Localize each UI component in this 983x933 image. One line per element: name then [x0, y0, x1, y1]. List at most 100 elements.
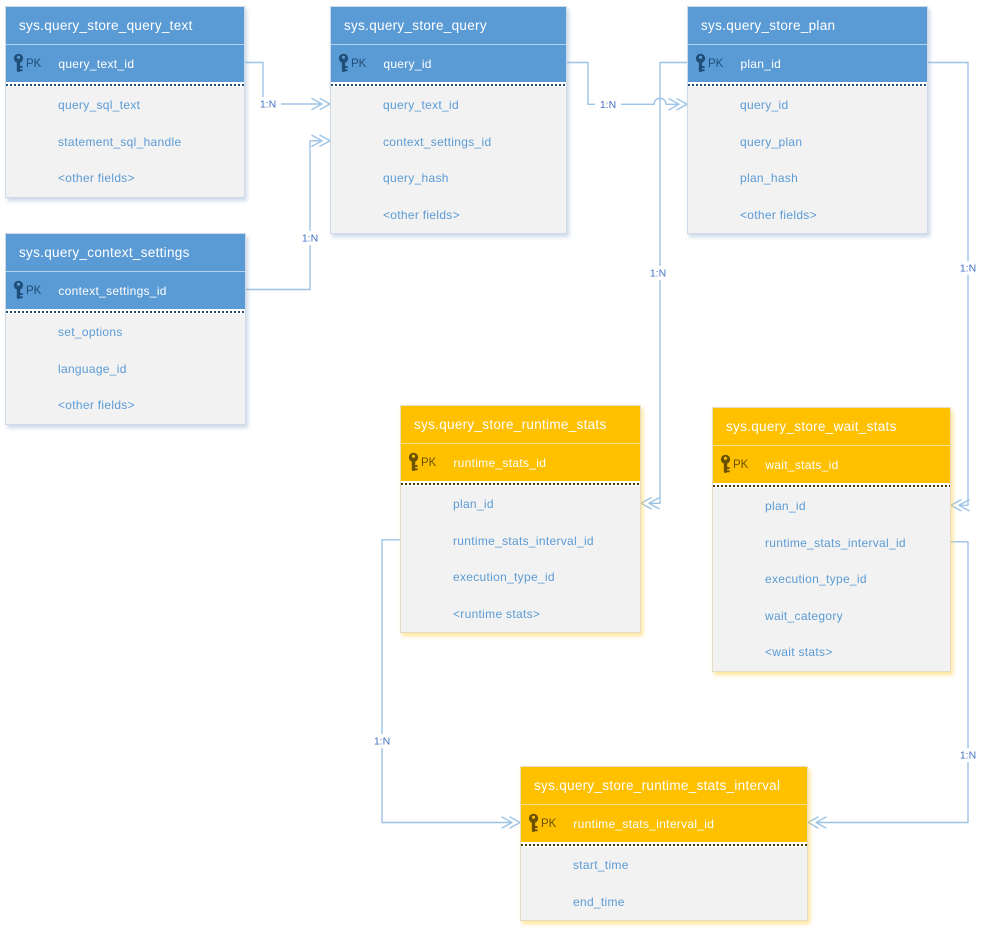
arrowhead-icon	[648, 497, 660, 510]
table-query-context-settings: sys.query_context_settings PK context_se…	[5, 233, 246, 425]
pk-badge: PK	[26, 57, 42, 70]
field-row: runtime_stats_interval_id	[765, 535, 906, 550]
field-row: <runtime stats>	[453, 606, 541, 621]
key-icon	[13, 280, 24, 299]
field-list: query_sql_text statement_sql_handle <oth…	[6, 87, 244, 197]
cardinality-label: 1:N	[645, 266, 671, 280]
connector-line	[566, 61, 678, 105]
field-list: plan_id runtime_stats_interval_id execut…	[713, 488, 950, 671]
arrowhead-icon	[501, 816, 513, 829]
pk-badge: PK	[351, 57, 367, 70]
pk-divider	[6, 82, 244, 87]
field-row: statement_sql_handle	[58, 134, 182, 149]
table-query-store-wait-stats: sys.query_store_wait_stats PK wait_stats…	[712, 407, 951, 672]
table-query-store-plan: sys.query_store_plan PK plan_id query_id…	[687, 6, 928, 234]
svg-text:1:N: 1:N	[960, 263, 976, 275]
field-row: plan_hash	[740, 171, 799, 186]
pk-field-name: plan_id	[740, 56, 782, 71]
field-row: <other fields>	[383, 207, 460, 222]
pk-badge: PK	[733, 458, 749, 471]
cardinality-label: 1:N	[955, 748, 981, 762]
table-query-store-runtime-stats: sys.query_store_runtime_stats PK runtime…	[400, 405, 641, 633]
pk-badge: PK	[708, 57, 724, 70]
cardinality-label: 1:N	[955, 261, 981, 275]
arrowhead-icon	[950, 499, 962, 512]
field-list: set_options language_id <other fields>	[6, 314, 245, 424]
pk-divider	[331, 82, 566, 87]
arrowhead-icon	[815, 816, 827, 829]
arrowhead-icon	[668, 98, 680, 111]
pk-divider	[688, 82, 927, 87]
pk-field-name: query_text_id	[58, 56, 135, 71]
connector-line	[817, 541, 969, 824]
field-row: context_settings_id	[383, 134, 492, 149]
field-row: wait_category	[765, 608, 843, 623]
arrowhead-icon	[640, 497, 652, 510]
table-title: sys.query_store_query_text	[6, 7, 244, 45]
svg-text:1:N: 1:N	[600, 99, 616, 111]
key-icon	[528, 813, 539, 832]
field-row: start_time	[573, 858, 629, 873]
svg-text:1:N: 1:N	[302, 233, 318, 245]
table-query-store-query-text: sys.query_store_query_text PK query_text…	[5, 6, 245, 198]
pk-divider	[521, 842, 807, 847]
pk-divider	[401, 481, 640, 486]
key-icon	[338, 53, 349, 72]
connector-line	[927, 61, 969, 506]
connector-line	[650, 61, 688, 504]
primary-key-row: PK plan_id	[688, 45, 927, 82]
primary-key-row: PK query_text_id	[6, 45, 244, 82]
cardinality-label: 1:N	[369, 734, 395, 748]
cardinality-label: 1:N	[255, 97, 281, 111]
svg-text:1:N: 1:N	[650, 268, 666, 280]
field-row: <wait stats>	[765, 645, 833, 660]
primary-key-row: PK runtime_stats_interval_id	[521, 805, 807, 842]
field-row: execution_type_id	[765, 572, 867, 587]
pk-field-name: wait_stats_id	[765, 457, 839, 472]
primary-key-row: PK wait_stats_id	[713, 446, 950, 483]
connector-line	[244, 61, 321, 105]
table-query-store-runtime-stats-interval: sys.query_store_runtime_stats_interval P…	[520, 766, 808, 921]
field-row: query_plan	[740, 134, 803, 149]
cardinality-label: 1:N	[595, 97, 621, 112]
pk-field-name: query_id	[383, 56, 432, 71]
table-title: sys.query_store_plan	[688, 7, 927, 45]
key-icon	[695, 53, 706, 72]
field-row: query_hash	[383, 171, 449, 186]
field-row: <other fields>	[58, 171, 135, 186]
pk-field-name: runtime_stats_id	[453, 455, 547, 470]
relationship-plan-to-waitstats: 1:N	[927, 61, 981, 512]
field-list: plan_id runtime_stats_interval_id execut…	[401, 486, 640, 632]
key-icon	[13, 53, 24, 72]
field-row: set_options	[58, 325, 123, 340]
pk-badge: PK	[541, 817, 557, 830]
arrowhead-icon	[807, 816, 819, 829]
connector-line	[245, 140, 321, 291]
field-row: query_id	[740, 98, 789, 113]
field-list: query_id query_plan plan_hash <other fie…	[688, 87, 927, 233]
relationship-query-to-plan: 1:N	[566, 61, 688, 112]
field-list: query_text_id context_settings_id query_…	[331, 87, 566, 233]
relationship-runtimestats-to-interval: 1:N	[369, 539, 521, 829]
pk-field-name: context_settings_id	[58, 283, 167, 298]
pk-badge: PK	[26, 284, 42, 297]
relationship-plan-to-runtimestats: 1:N	[640, 61, 688, 510]
table-title: sys.query_store_wait_stats	[713, 408, 950, 446]
field-row: plan_id	[453, 497, 494, 512]
primary-key-row: PK query_id	[331, 45, 566, 82]
primary-key-row: PK context_settings_id	[6, 272, 245, 309]
pk-field-name: runtime_stats_interval_id	[573, 816, 715, 831]
pk-badge: PK	[421, 456, 437, 469]
table-title: sys.query_store_runtime_stats_interval	[521, 767, 807, 805]
connector-line	[381, 539, 511, 824]
key-icon	[408, 452, 419, 471]
arrowhead-icon	[311, 134, 323, 147]
field-row: <other fields>	[58, 398, 135, 413]
field-row: query_sql_text	[58, 98, 141, 113]
field-row: end_time	[573, 894, 625, 909]
table-title: sys.query_store_runtime_stats	[401, 406, 640, 444]
svg-text:1:N: 1:N	[960, 750, 976, 762]
field-list: start_time end_time	[521, 847, 807, 920]
